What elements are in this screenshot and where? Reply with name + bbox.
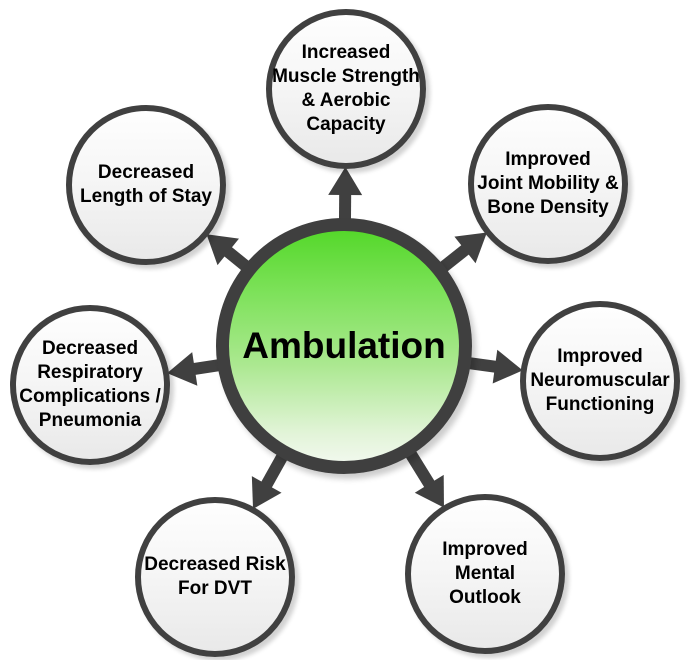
node-label: Improved Neuromuscular Functioning xyxy=(530,345,670,416)
node-label: Decreased Length of Stay xyxy=(80,161,212,207)
node-label: Improved Mental Outlook xyxy=(442,538,528,609)
node-increased-muscle-strength: Increased Muscle Strength & Aerobic Capa… xyxy=(266,9,426,169)
node-label: Decreased Risk For DVT xyxy=(144,553,286,599)
node-improved-neuromuscular: Improved Neuromuscular Functioning xyxy=(520,301,680,461)
node-decreased-respiratory-complications: Decreased Respiratory Complications / Pn… xyxy=(10,305,170,465)
node-label: Decreased Respiratory Complications / Pn… xyxy=(19,337,161,432)
node-decreased-length-of-stay: Decreased Length of Stay xyxy=(66,105,226,265)
node-improved-mental-outlook: Improved Mental Outlook xyxy=(405,494,565,654)
node-improved-joint-mobility: Improved Joint Mobility & Bone Density xyxy=(468,104,628,264)
node-label: Improved Joint Mobility & Bone Density xyxy=(477,148,619,219)
node-decreased-risk-dvt: Decreased Risk For DVT xyxy=(135,497,295,657)
center-node-ambulation: Ambulation xyxy=(216,218,472,474)
node-label: Increased Muscle Strength & Aerobic Capa… xyxy=(272,41,420,136)
center-label: Ambulation xyxy=(242,325,446,366)
